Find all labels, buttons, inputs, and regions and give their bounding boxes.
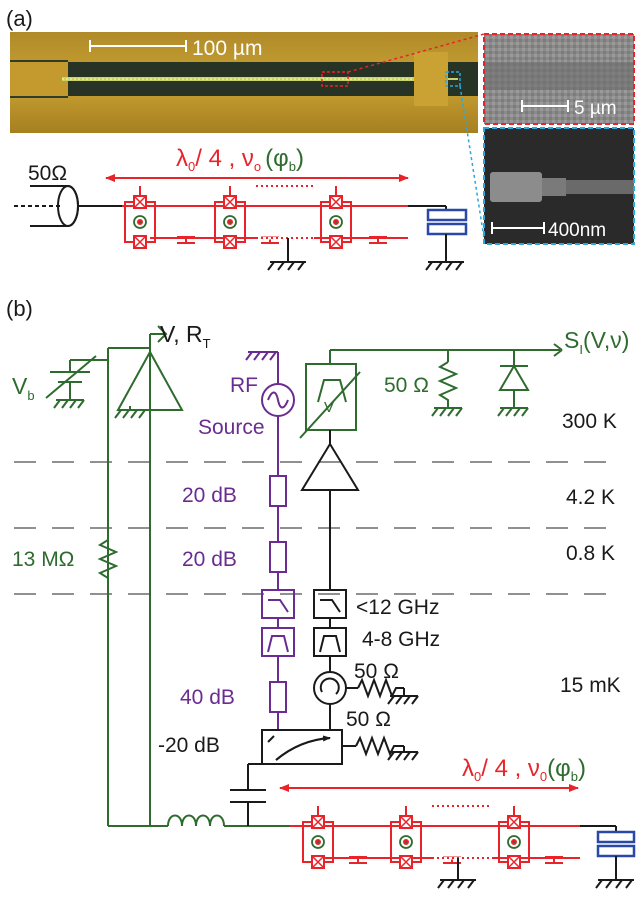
squid-cell [124,195,156,249]
attenuator-2-label: 20 dB [182,548,237,571]
shunt-capacitor [369,236,387,244]
ground-a [267,238,306,271]
coupler-50-label: 50 Ω [346,708,391,731]
squid-cell [214,195,246,249]
rf-input-line [245,351,295,730]
temp-0-8k: 0.8 K [566,542,615,565]
optical-micrograph: 100 µm [10,32,478,133]
blue-capacitor-b [580,825,636,889]
temp-4-2k: 4.2 K [566,486,615,509]
panel-b-label: (b) [6,296,33,321]
vb-label: Vb [12,373,35,403]
rf-label-line2: Source [198,416,265,439]
scale-bar-bottom: 400nm [548,220,606,241]
attenuator-1-label: 20 dB [182,484,237,507]
bandpass-label: 4-8 GHz [362,628,440,651]
sem-image-bottom: 400nm [483,127,635,245]
zoom-line-blue [459,85,485,239]
v-rt-label: V, RT [160,321,211,351]
shunt-capacitor [349,856,367,864]
shunt-capacitor [177,236,195,244]
temperature-dividers [14,461,610,595]
coax-connector [14,185,122,227]
resonator-label-b: λ0/ 4 , ν0(φb) [462,755,586,784]
impedance-label: 50Ω [28,162,67,185]
squid-chain-b [290,804,580,869]
blue-capacitor-a [408,205,468,271]
scale-bar-top: 5 µm [574,98,617,119]
temp-300k: 300 K [562,410,617,433]
squid-cell [320,195,352,249]
circulator-50-label: 50 Ω [354,660,399,683]
squid-cell [302,815,334,869]
v-box-label: V [324,399,334,416]
lowpass-label: <12 GHz [356,596,439,619]
coupler-label: -20 dB [158,734,220,757]
scale-bar-main: 100 µm [192,37,262,60]
panel-a-label: (a) [6,6,33,31]
squid-cell [498,815,530,869]
dc-bias-wiring [45,325,290,827]
output-wiring [299,343,563,439]
temp-15mk: 15 mK [560,674,621,697]
shunt-capacitor [545,856,563,864]
rf-label-line1: RF [230,374,258,397]
sem-image-top: 5 µm [483,33,635,125]
ground-b [437,858,476,889]
attenuator-3-label: 40 dB [180,686,235,709]
si-label: SI(V,ν) [564,327,629,357]
squid-chain-a [122,184,408,249]
squid-cell [390,815,422,869]
resistor-50-top-label: 50 Ω [384,374,429,397]
resistor-13mohm-label: 13 MΩ [12,548,74,571]
resonator-label-a: λ0/ 4 , νo(φb) [176,145,304,174]
